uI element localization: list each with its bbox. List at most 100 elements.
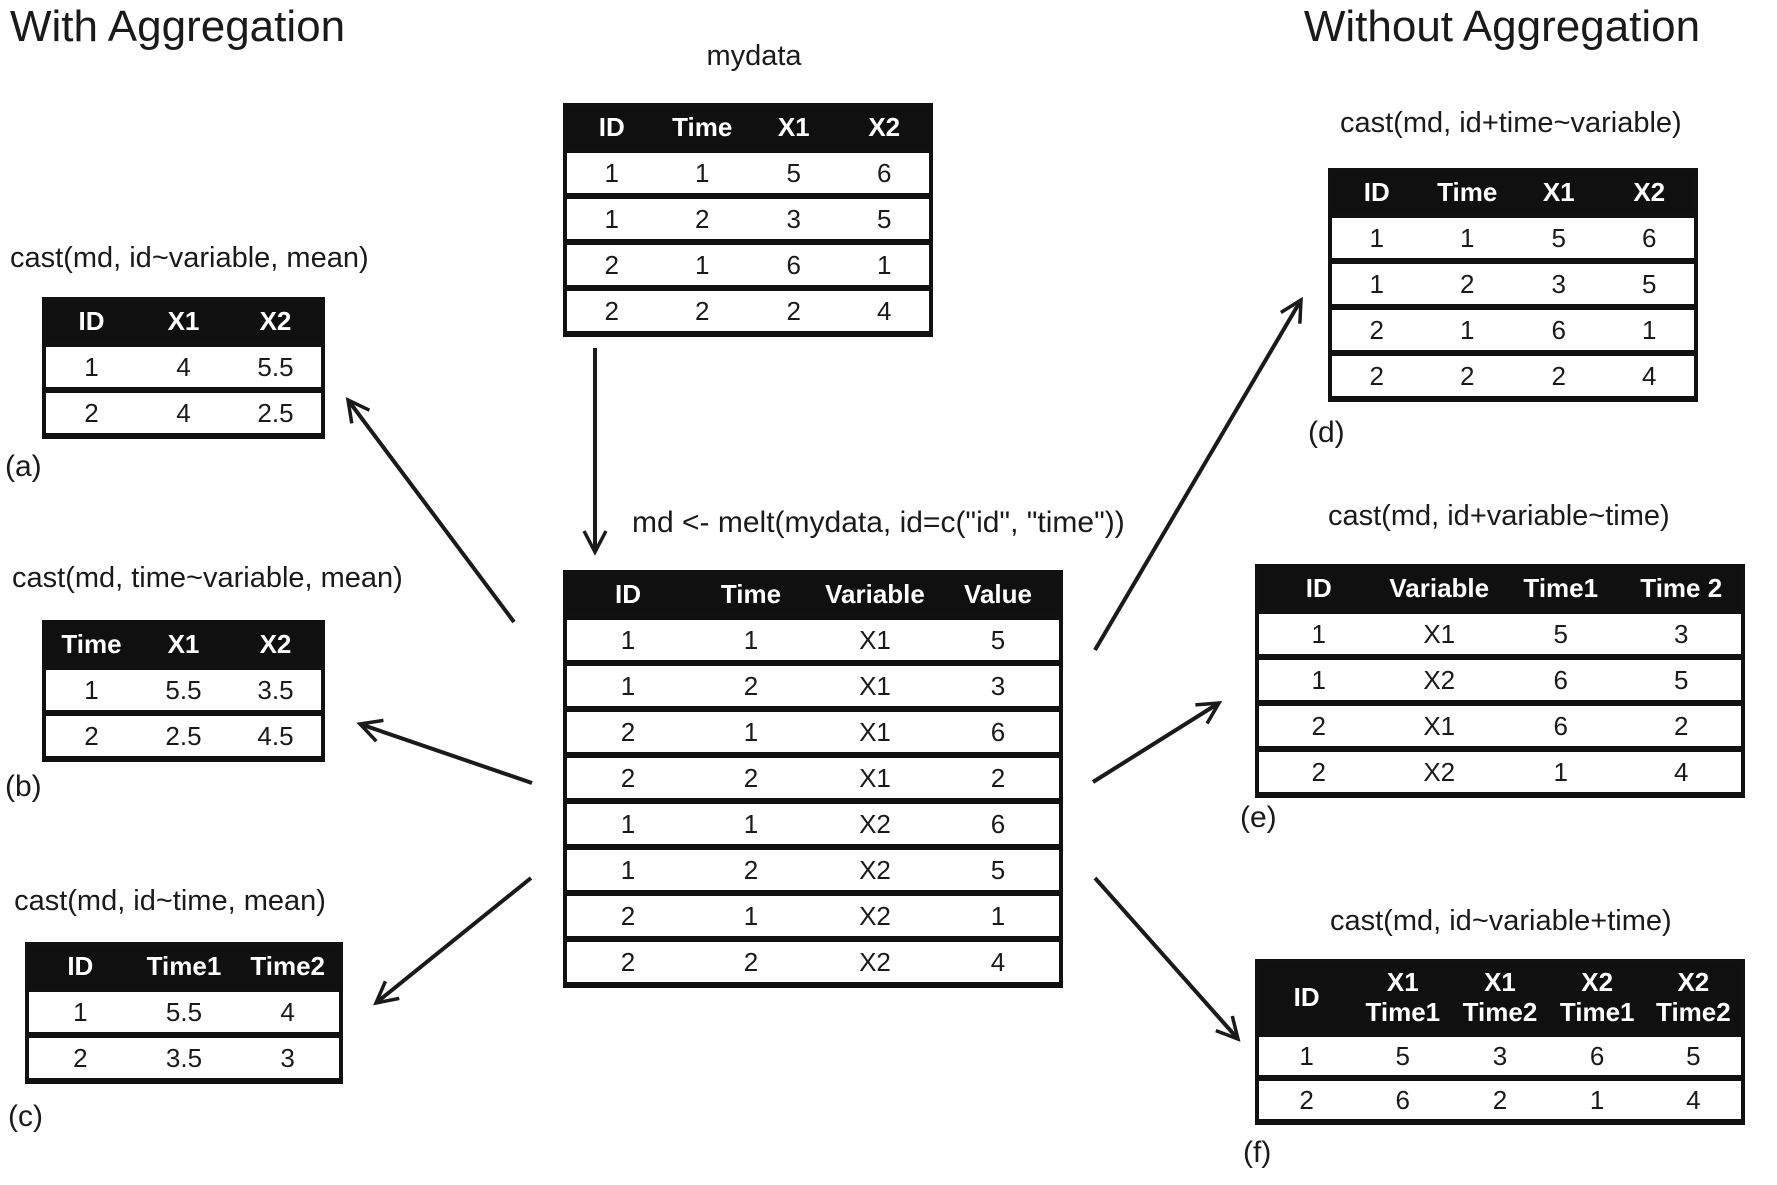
table-cell: 1 [1257, 611, 1379, 660]
table-cell: 6 [1548, 1034, 1646, 1081]
header-cell: ID [565, 572, 689, 620]
table-cell: 1 [839, 242, 931, 291]
section-title-with-aggregation: With Aggregation [10, 2, 346, 51]
table-cell: 5 [937, 847, 1061, 896]
table-cell: 1 [656, 150, 748, 199]
table-cell: 2 [937, 755, 1061, 804]
arrow-md-to-b [356, 718, 533, 785]
table-cell: 5.5 [131, 989, 237, 1038]
table-cell: X1 [813, 617, 937, 666]
header-cell: Time [689, 572, 813, 620]
section-title-without-aggregation: Without Aggregation [1303, 2, 1701, 51]
table-cell: X2 [813, 847, 937, 896]
table-c-title: cast(md, id~time, mean) [14, 885, 326, 917]
table-cell: 3 [236, 1035, 341, 1084]
table-cell: 5 [937, 617, 1061, 666]
table-cell: 5 [1645, 1034, 1743, 1081]
header-cell: X1 Time1 [1354, 961, 1452, 1037]
table-cell: 2 [1421, 261, 1513, 310]
table-cell: X2 [813, 801, 937, 850]
arrow-md-to-e [1091, 700, 1223, 784]
table-cell: 2 [565, 288, 657, 337]
table-cell: 1 [1330, 215, 1422, 264]
table-cell: 2 [565, 242, 657, 291]
table-cell: 6 [1500, 657, 1622, 706]
arrow-md-to-f [1093, 876, 1241, 1042]
table-cell: X2 [1378, 749, 1500, 798]
table-cell: 1 [689, 893, 813, 942]
table-cell: 1 [1421, 215, 1513, 264]
table-cell: 4.5 [230, 713, 323, 762]
table-cell: 3.5 [131, 1035, 237, 1084]
table-cell: 2 [748, 288, 840, 337]
header-cell: Variable [1378, 566, 1500, 614]
header-cell: X1 [137, 622, 230, 670]
table-a-title: cast(md, id~variable, mean) [10, 242, 369, 274]
table-d-tag: (d) [1308, 416, 1345, 449]
table-cell: 2 [689, 755, 813, 804]
table-cell: 2 [27, 1035, 132, 1084]
table-cell: 4 [137, 390, 230, 439]
table-cell: 1 [565, 847, 689, 896]
table-cell: 4 [839, 288, 931, 337]
table-cell: 2 [1451, 1078, 1549, 1125]
table-cell: 1 [44, 344, 137, 393]
table-cell: 6 [1604, 215, 1696, 264]
table-cell: 2 [44, 713, 137, 762]
table-cell: 2 [656, 196, 748, 245]
table-cell: 2 [656, 288, 748, 337]
table-cell: 1 [565, 617, 689, 666]
header-cell: X1 [1513, 170, 1605, 218]
table-cell: 3 [1513, 261, 1605, 310]
table-cell: 1 [689, 617, 813, 666]
table-cell: 5 [1354, 1034, 1452, 1081]
table-cell: 5.5 [230, 344, 323, 393]
header-cell: ID [27, 944, 132, 992]
header-cell: X1 [748, 105, 840, 153]
mydata-title: mydata [706, 40, 802, 72]
header-cell: X2 [1604, 170, 1696, 218]
header-cell: X1 [137, 299, 230, 347]
table-cell: 1 [565, 196, 657, 245]
header-cell: ID [44, 299, 137, 347]
table-cell: 2 [689, 939, 813, 988]
table-cell: 2 [1257, 749, 1379, 798]
table-cell: 5 [1500, 611, 1622, 660]
arrow-md-to-c [373, 876, 533, 1006]
table-cell: 1 [689, 801, 813, 850]
table-cell: 2 [1257, 1078, 1355, 1125]
table-d-title: cast(md, id+time~variable) [1340, 107, 1682, 139]
table-cell: 5 [1621, 657, 1743, 706]
table-f-tag: (f) [1243, 1136, 1272, 1169]
table-cell: 3 [748, 196, 840, 245]
table-cell: 1 [27, 989, 132, 1038]
header-cell: Value [937, 572, 1061, 620]
header-cell: ID [565, 105, 657, 153]
table-b-title: cast(md, time~variable, mean) [12, 562, 403, 594]
table-cell: 5 [1604, 261, 1696, 310]
table-cell: 2 [1513, 353, 1605, 402]
